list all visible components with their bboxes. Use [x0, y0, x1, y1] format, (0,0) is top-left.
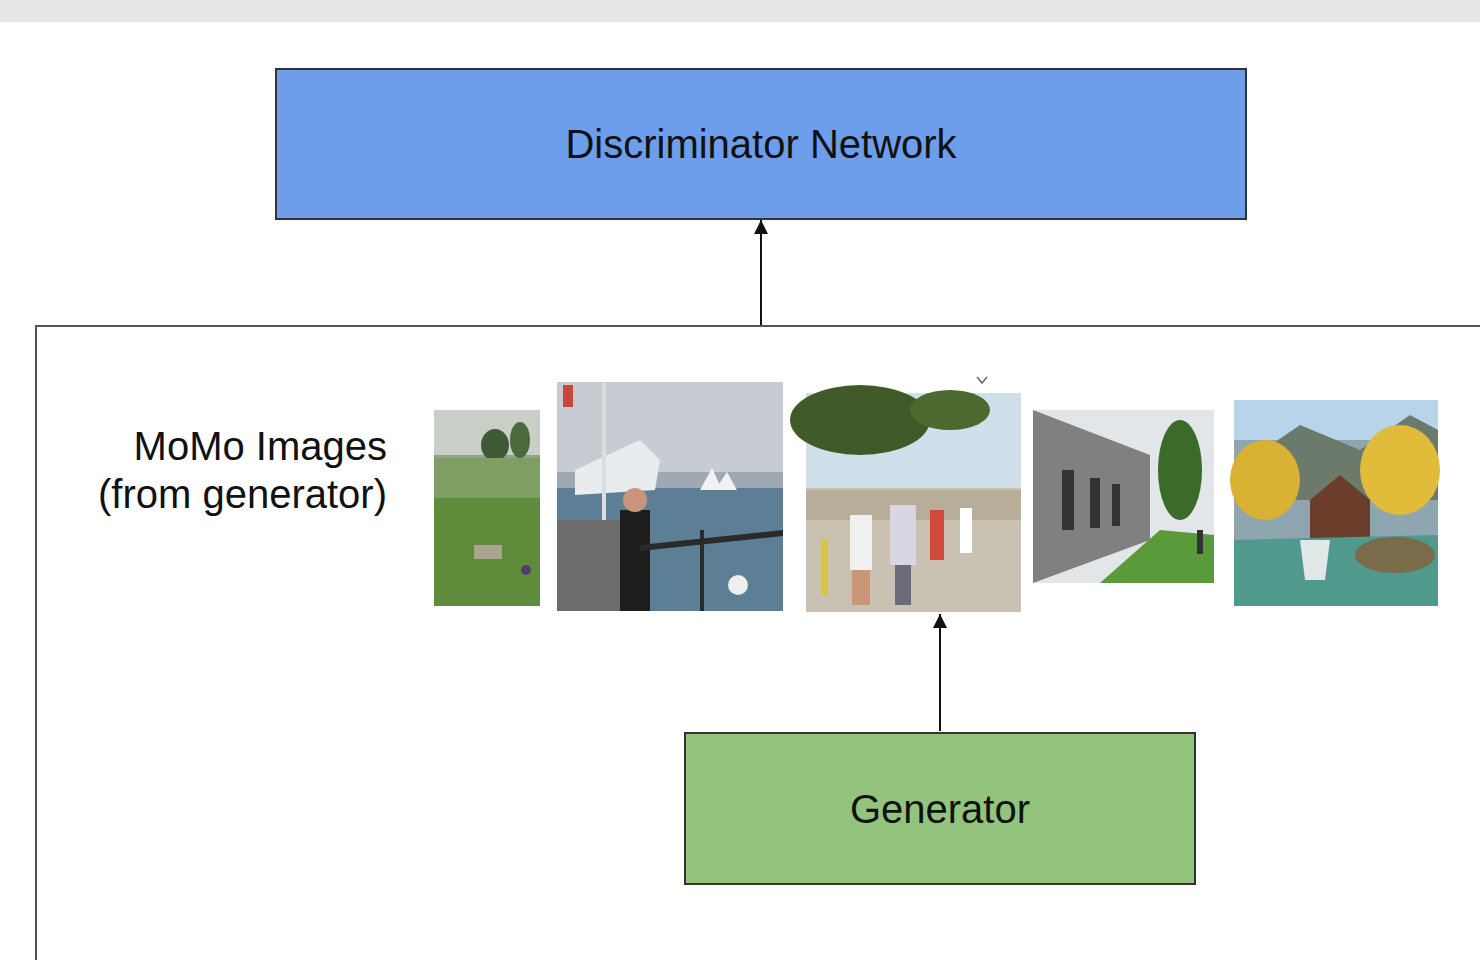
photo-wall [1033, 410, 1214, 583]
top-bar [0, 0, 1480, 22]
process-box: Generator [684, 732, 1196, 885]
photo-harbour [557, 382, 783, 611]
chevron-mark [977, 377, 987, 383]
connector-arrow [760, 220, 762, 325]
group-heading: MoMo Images (from generator) [67, 422, 387, 518]
photo-mill [1230, 400, 1440, 606]
group-box: MoMo Images (from generator) Generator [35, 325, 1480, 960]
box-label: Discriminator Network [565, 120, 956, 168]
network-box: Discriminator Network [275, 68, 1247, 220]
photo-walkway [790, 385, 1021, 612]
output-arrow [939, 614, 941, 731]
box-label: Generator [850, 785, 1030, 833]
photo-park [434, 410, 540, 606]
